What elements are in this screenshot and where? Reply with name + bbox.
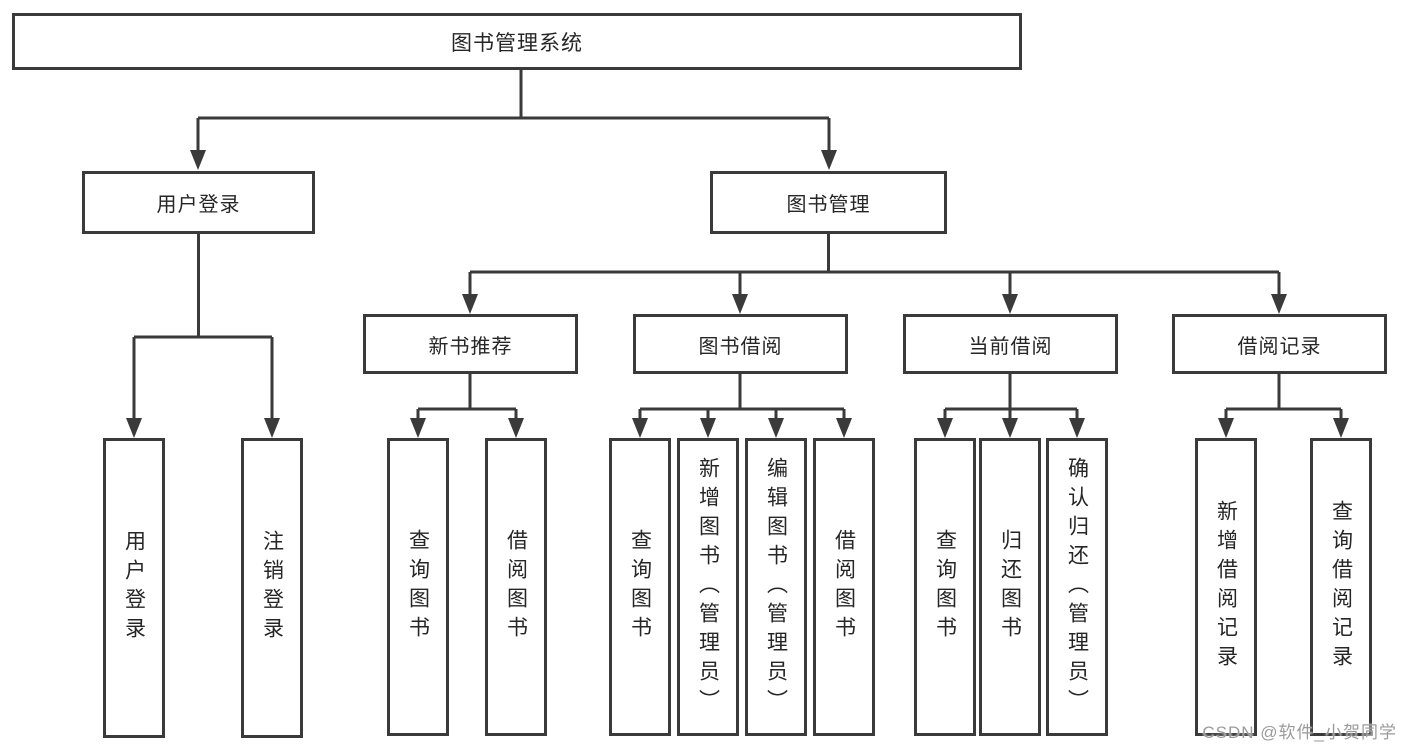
- node-current-borrow-label: 当前借阅: [968, 335, 1053, 358]
- leaf-user-login: 用户登录: [103, 438, 165, 738]
- leaf-query-borrow-record-label: 查询借阅记录: [1329, 500, 1353, 674]
- leaf-query-book-2: 查询图书: [609, 438, 671, 736]
- node-borrow-record-label: 借阅记录: [1237, 335, 1322, 358]
- node-book-borrow-label: 图书借阅: [698, 335, 783, 358]
- leaf-logout-label: 注销登录: [260, 530, 284, 646]
- leaf-add-borrow-record: 新增借阅记录: [1195, 438, 1257, 736]
- leaf-user-login-label: 用户登录: [122, 530, 146, 646]
- node-book-mgmt-label: 图书管理: [786, 194, 871, 216]
- node-book-borrow: 图书借阅: [633, 314, 848, 374]
- node-root-label: 图书管理系统: [451, 31, 583, 55]
- leaf-query-book-3-label: 查询图书: [933, 529, 957, 645]
- node-book-mgmt: 图书管理: [710, 171, 947, 234]
- leaf-query-book-1: 查询图书: [387, 438, 449, 736]
- leaf-confirm-return: 确认归还（管理员）: [1046, 438, 1108, 736]
- node-new-book-rec: 新书推荐: [363, 314, 578, 374]
- node-new-book-rec-label: 新书推荐: [428, 335, 513, 358]
- leaf-return-book-label: 归还图书: [998, 529, 1022, 645]
- leaf-confirm-return-label: 确认归还（管理员）: [1065, 456, 1089, 718]
- leaf-borrow-book-2-label: 借阅图书: [832, 529, 856, 645]
- leaf-borrow-book-2: 借阅图书: [813, 438, 875, 736]
- leaf-add-borrow-record-label: 新增借阅记录: [1214, 500, 1238, 674]
- csdn-watermark: CSDN @软件_小贺同学: [1202, 723, 1397, 742]
- leaf-query-borrow-record: 查询借阅记录: [1310, 438, 1372, 736]
- leaf-borrow-book-1-label: 借阅图书: [504, 529, 528, 645]
- node-borrow-record: 借阅记录: [1172, 314, 1387, 374]
- leaf-logout: 注销登录: [241, 438, 303, 738]
- leaf-edit-book-label: 编辑图书（管理员）: [764, 456, 788, 718]
- leaf-borrow-book-1: 借阅图书: [485, 438, 547, 736]
- leaf-query-book-3: 查询图书: [914, 438, 976, 736]
- node-user-login-label: 用户登录: [156, 194, 241, 216]
- leaf-edit-book: 编辑图书（管理员）: [745, 438, 807, 736]
- node-user-login: 用户登录: [82, 171, 315, 234]
- leaf-add-book: 新增图书（管理员）: [677, 438, 739, 736]
- leaf-return-book: 归还图书: [979, 438, 1041, 736]
- leaf-add-book-label: 新增图书（管理员）: [696, 456, 720, 718]
- node-root: 图书管理系统: [12, 13, 1022, 70]
- node-current-borrow: 当前借阅: [903, 314, 1118, 374]
- leaf-query-book-2-label: 查询图书: [628, 529, 652, 645]
- leaf-query-book-1-label: 查询图书: [406, 529, 430, 645]
